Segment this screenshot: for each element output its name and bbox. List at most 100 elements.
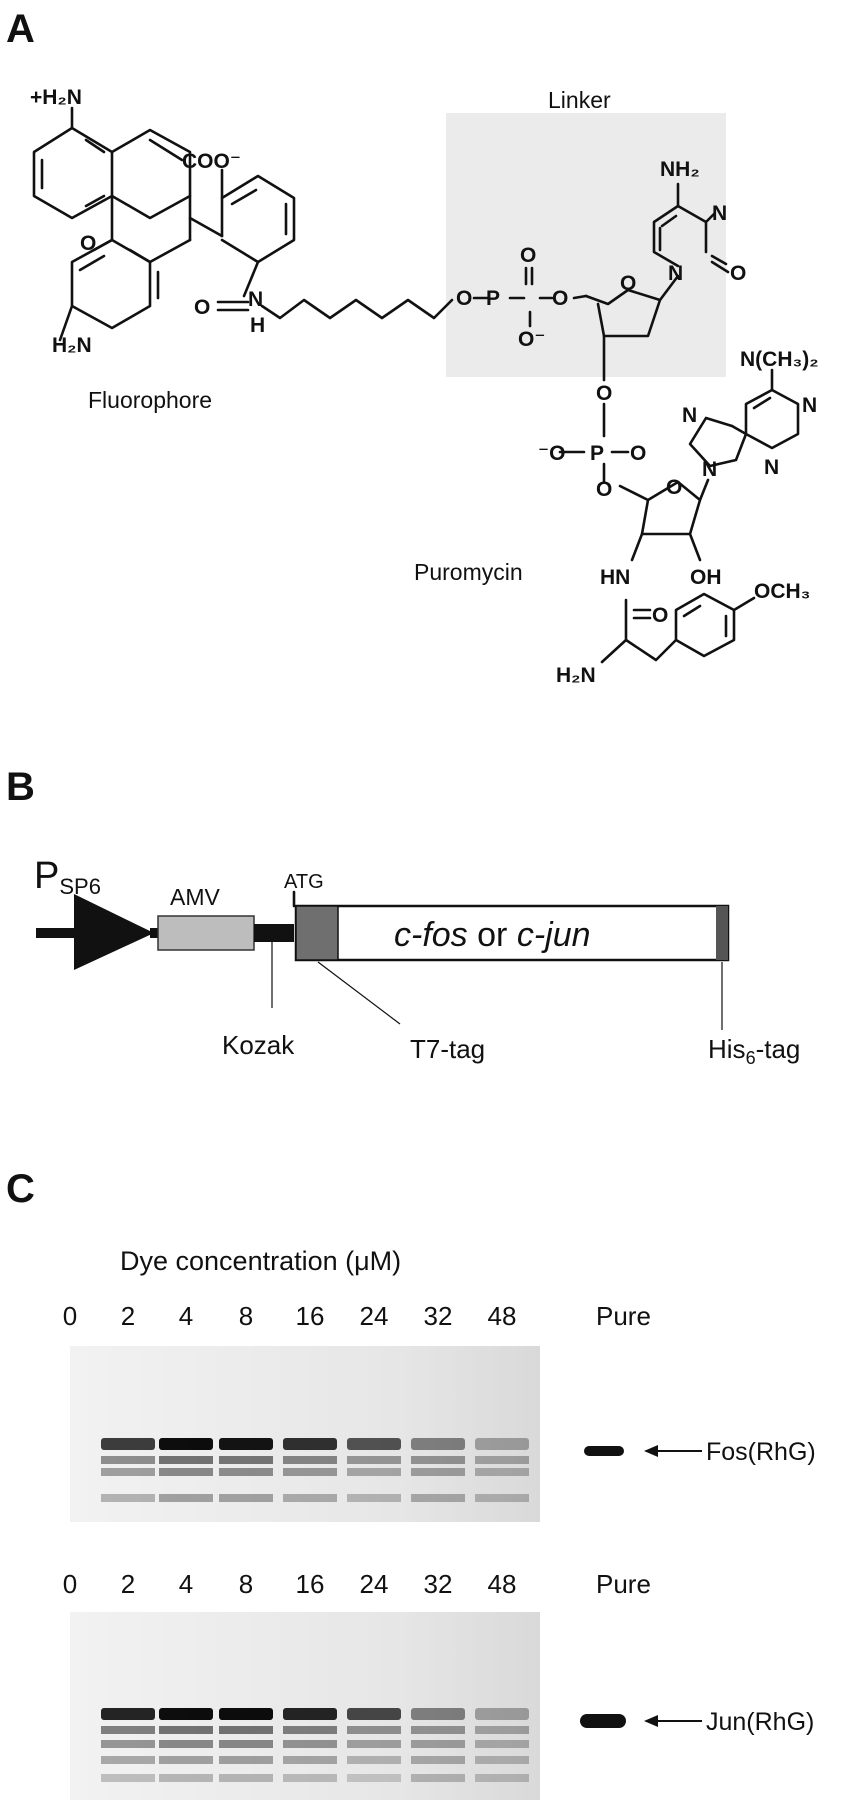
atom-amide-o: O xyxy=(194,296,210,319)
dye-concentration-title: Dye concentration (μM) xyxy=(120,1246,401,1276)
pure-band-jun xyxy=(580,1714,626,1728)
gel-2-band-minor xyxy=(475,1774,529,1782)
gel-1-band-minor xyxy=(475,1494,529,1502)
gel-1 xyxy=(70,1346,540,1522)
atom-coo: COO⁻ xyxy=(182,150,241,173)
fluorophore-structure xyxy=(32,106,454,342)
gel-2-band-minor xyxy=(411,1740,465,1748)
bottom-lane-label: 8 xyxy=(239,1569,253,1599)
atom-carbonyl-o: O xyxy=(652,604,668,627)
gel-2-band-minor xyxy=(101,1726,155,1734)
gel-2-bands xyxy=(101,1708,529,1782)
atom-phos2-o-bottom: O xyxy=(596,478,612,501)
gel-2-band-minor xyxy=(219,1774,273,1782)
atom-pur-n9: N xyxy=(702,458,717,481)
gel-1-band-minor xyxy=(101,1468,155,1476)
gel-2-band-main xyxy=(283,1708,337,1720)
top-lane-label: 4 xyxy=(179,1301,193,1331)
atom-cyt-o: O xyxy=(730,262,746,285)
gel-2-band-minor xyxy=(101,1740,155,1748)
gel-1-bands xyxy=(101,1438,529,1502)
gel-2-band-minor xyxy=(101,1774,155,1782)
gel-2-band-minor xyxy=(159,1740,213,1748)
atom-cyt-n3: N xyxy=(712,202,727,225)
atom-amide-n: N xyxy=(248,288,263,311)
gel-1-band-minor xyxy=(283,1494,337,1502)
atom-phos2-o-left: ⁻O xyxy=(538,442,565,465)
bottom-lane-label: 24 xyxy=(360,1569,389,1599)
bottom-lane-label: 48 xyxy=(488,1569,517,1599)
atom-phos1-o-left: O xyxy=(456,287,472,310)
bottom-lane-label: Pure xyxy=(596,1569,651,1599)
gel-1-band-minor xyxy=(219,1494,273,1502)
panel-label-a: A xyxy=(6,7,35,51)
atom-pur-n1: N xyxy=(802,394,817,417)
pure-band-fos xyxy=(584,1446,624,1456)
gel-2-band-minor xyxy=(475,1756,529,1764)
gel-1-band-minor xyxy=(101,1456,155,1464)
gel-2-band-minor xyxy=(347,1756,401,1764)
puromycin-structure xyxy=(558,368,800,664)
jun-rhg-label: Jun(RhG) xyxy=(706,1708,814,1736)
gel-2-band-main xyxy=(347,1708,401,1720)
atom-link-o: O xyxy=(596,382,612,405)
atom-phos2-p: P xyxy=(590,442,604,465)
atom-h2n-plus: +H₂N xyxy=(30,86,82,109)
promoter-label: PSP6 xyxy=(34,855,101,899)
gel-1-band-minor xyxy=(411,1456,465,1464)
gel-2-band-minor xyxy=(283,1740,337,1748)
atom-phos1-o-right: O xyxy=(552,287,568,310)
gel-1-band-minor xyxy=(159,1494,213,1502)
gel-2-band-minor xyxy=(347,1726,401,1734)
atom-sugar2-o: O xyxy=(666,476,682,499)
gel-1-band-minor xyxy=(475,1468,529,1476)
his-tag-box xyxy=(716,906,728,960)
atom-phos1-o-top: O xyxy=(520,244,536,267)
atom-nme2: N(CH₃)₂ xyxy=(740,348,819,371)
atom-nh2-cyt: NH₂ xyxy=(660,158,700,181)
gel-2-band-minor xyxy=(475,1726,529,1734)
gel-2-band-minor xyxy=(347,1774,401,1782)
linker-box xyxy=(446,113,726,377)
gel-2-band-minor xyxy=(411,1774,465,1782)
gel-2-band-main xyxy=(411,1708,465,1720)
gel-1-band-minor xyxy=(219,1456,273,1464)
kozak-bar xyxy=(254,924,294,942)
gel-1-band-minor xyxy=(411,1494,465,1502)
spacer-bar-1 xyxy=(150,928,160,938)
atom-h2n-bottom: H₂N xyxy=(52,334,92,357)
atom-cyt-n1: N xyxy=(668,262,683,285)
gel-2-band-minor xyxy=(101,1756,155,1764)
t7-tag-box xyxy=(295,905,339,961)
gel-1-band-minor xyxy=(159,1468,213,1476)
atom-phos2-o-right: O xyxy=(630,442,646,465)
bottom-lane-label: 16 xyxy=(296,1569,325,1599)
gel-1-band-minor xyxy=(101,1494,155,1502)
gel-2-band-minor xyxy=(475,1740,529,1748)
amv-box xyxy=(157,915,255,951)
linker-structure xyxy=(472,182,730,382)
gel-2-band-main xyxy=(219,1708,273,1720)
promoter-line xyxy=(36,928,76,938)
promoter-arrow xyxy=(74,894,154,970)
construct-diagram: PSP6 AMV ATG c-fos or c-jun Kozak T7-tag… xyxy=(34,855,800,1068)
gel-1-band-minor xyxy=(283,1456,337,1464)
atom-pur-n3: N xyxy=(764,456,779,479)
gel-1-band-minor xyxy=(219,1468,273,1476)
atom-och3: OCH₃ xyxy=(754,580,810,603)
atom-ring-o: O xyxy=(80,232,96,255)
linker-label: Linker xyxy=(548,87,611,113)
t7-tag-label: T7-tag xyxy=(410,1034,485,1064)
top-lane-label: 16 xyxy=(296,1301,325,1331)
gel-1-band-main xyxy=(411,1438,465,1450)
gel-1-band-main xyxy=(283,1438,337,1450)
gel-1-band-minor xyxy=(475,1456,529,1464)
puromycin-label: Puromycin xyxy=(414,559,523,585)
bottom-lane-label: 2 xyxy=(121,1569,135,1599)
gel-1-band-main xyxy=(101,1438,155,1450)
amv-label: AMV xyxy=(170,884,221,910)
atom-sugar1-o: O xyxy=(620,272,636,295)
